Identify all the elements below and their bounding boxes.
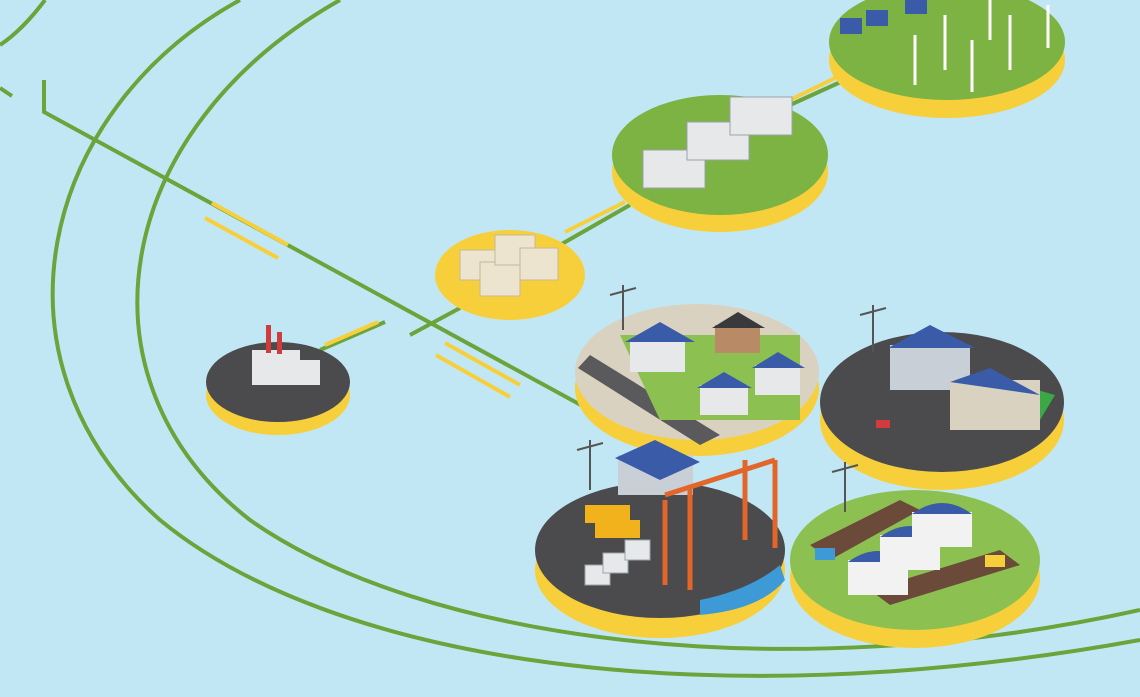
house-solar-icon bbox=[625, 312, 805, 415]
node-port-terminal bbox=[535, 440, 785, 638]
container-icon bbox=[584, 539, 651, 586]
node-school-campus bbox=[820, 305, 1064, 490]
utility-pole-icon bbox=[609, 285, 637, 330]
arrow-icon bbox=[435, 353, 511, 399]
middle-arc bbox=[135, 0, 1140, 651]
truck-icon bbox=[585, 505, 640, 538]
arrow-icon bbox=[564, 200, 626, 234]
solar-panel-icon bbox=[840, 0, 927, 34]
tractor-icon bbox=[815, 548, 835, 560]
battery-rack-icon bbox=[459, 234, 559, 297]
crane-icon bbox=[662, 457, 778, 590]
water bbox=[700, 565, 785, 615]
arrow-icon bbox=[324, 320, 379, 347]
utility-pole-icon bbox=[831, 462, 859, 512]
node-renewable-farm bbox=[829, 0, 1065, 118]
car-icon bbox=[876, 420, 890, 428]
factory-icon bbox=[252, 325, 320, 385]
storage-upper-link bbox=[559, 203, 631, 247]
outer-arc bbox=[50, 0, 1140, 678]
node-battery-storage-large bbox=[612, 95, 828, 232]
node-power-plant bbox=[206, 325, 350, 435]
arrow-icon bbox=[211, 201, 289, 247]
node-residential bbox=[575, 285, 819, 456]
wind-turbine-icon bbox=[913, 0, 1050, 92]
feeder-line bbox=[42, 80, 591, 412]
flow-arrows bbox=[204, 76, 836, 399]
node-agriculture bbox=[790, 462, 1040, 648]
corner-arc-1 bbox=[0, 0, 47, 47]
corner-arc-2 bbox=[0, 86, 14, 98]
greenhouse-icon bbox=[848, 503, 972, 595]
arrow-icon bbox=[204, 216, 279, 260]
storage-link bbox=[409, 306, 461, 337]
battery-container-icon bbox=[642, 96, 793, 189]
road bbox=[578, 355, 720, 445]
utility-pole-icon bbox=[576, 440, 604, 490]
school-icon bbox=[888, 325, 1040, 430]
tractor-icon bbox=[985, 555, 1005, 567]
arrow-icon bbox=[444, 341, 521, 387]
plant-link bbox=[319, 320, 386, 352]
utility-pole-icon bbox=[859, 305, 887, 352]
grid-lines bbox=[0, 0, 1140, 678]
farm-link bbox=[789, 78, 846, 107]
node-battery-storage-small bbox=[435, 230, 585, 320]
arrow-icon bbox=[789, 76, 836, 102]
